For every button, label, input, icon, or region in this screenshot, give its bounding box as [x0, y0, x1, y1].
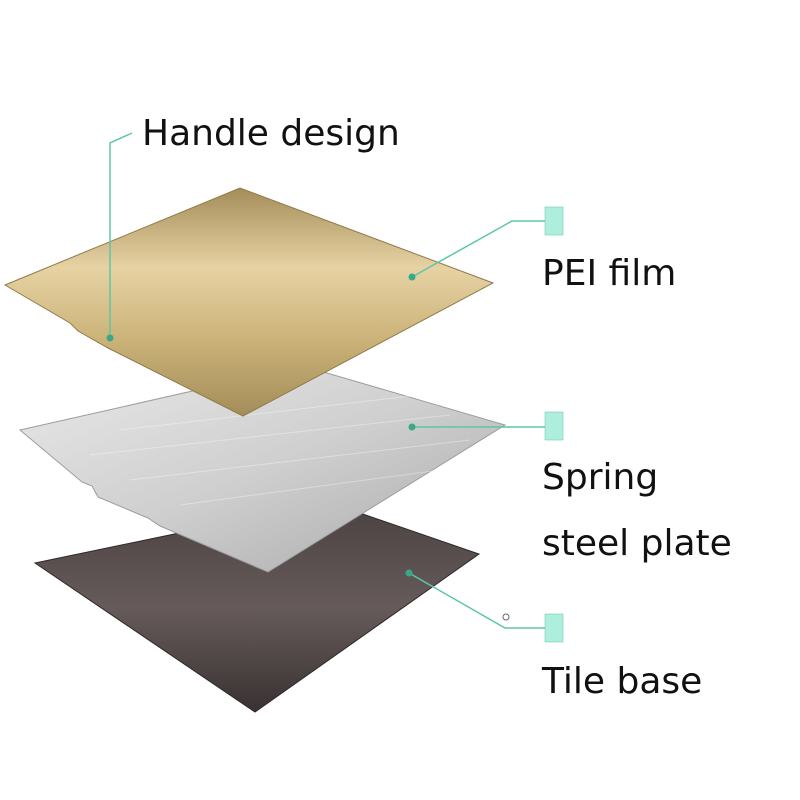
- handle-design-leader: [109, 132, 133, 338]
- spring-steel-label-line2: steel plate: [542, 523, 732, 564]
- brushed-texture: [89, 394, 471, 506]
- spring-steel-label-line1: Spring: [542, 457, 659, 498]
- tile-base-leader: [408, 572, 545, 629]
- small-ring-icon: [502, 613, 510, 621]
- handle-design-label: Handle design: [142, 113, 400, 154]
- handle-design-dot: [106, 334, 114, 342]
- pei-film-layer: [3, 187, 495, 417]
- leader-lines: [109, 132, 545, 629]
- spring-steel-dot: [408, 423, 416, 431]
- pei-film-dot: [408, 273, 416, 281]
- pei-film-leader: [411, 220, 545, 278]
- spring-steel-layer: [18, 365, 507, 573]
- pei-film-label: PEI film: [542, 253, 677, 294]
- spring-steel-marker: [544, 411, 564, 441]
- anchor-dots: [106, 273, 416, 577]
- tile-base-marker: [544, 613, 564, 643]
- tile-base-dot: [405, 569, 413, 577]
- label-markers: [544, 206, 564, 643]
- tile-base-label: Tile base: [542, 661, 703, 702]
- pei-film-marker: [544, 206, 564, 236]
